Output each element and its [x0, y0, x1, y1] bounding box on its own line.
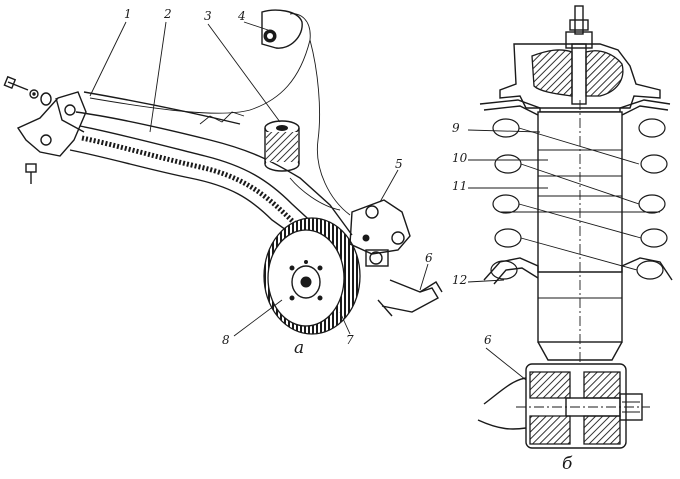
callout-12: 12: [452, 273, 468, 287]
rubber-bushing: [264, 120, 300, 172]
axle-stub: [377, 279, 443, 317]
callout-3: 3: [204, 9, 212, 23]
panel-a-label: а: [294, 338, 305, 358]
callout-6-a: 6: [425, 251, 433, 265]
callout-11: 11: [452, 179, 468, 193]
callout-5: 5: [395, 157, 403, 171]
upper-mount: [261, 9, 303, 49]
callout-9: 9: [452, 121, 460, 135]
callout-6-b: 6: [484, 333, 492, 347]
leader-lines-b: [467, 129, 548, 381]
brake-drum: [263, 217, 361, 335]
callout-10: 10: [452, 151, 468, 165]
piston-rod-top: [565, 5, 593, 49]
leader-lines-a: [89, 21, 429, 337]
callout-4: 4: [238, 9, 246, 23]
panel-a-drawing: [3, 9, 443, 337]
body-bracket: [16, 91, 87, 157]
panel-b-drawing: [467, 5, 673, 449]
wheel-cylinder: [349, 199, 411, 267]
callout-1: 1: [124, 7, 132, 21]
mounting-bolt-upper: [3, 75, 52, 106]
callout-8: 8: [222, 333, 230, 347]
lower-eye: [477, 363, 650, 449]
top-mount: [499, 43, 661, 109]
damper-body: [537, 100, 623, 362]
trailing-arm: [69, 91, 353, 253]
coil-spring: [490, 118, 668, 280]
callout-2: 2: [164, 7, 172, 21]
mounting-bolt-lower: [25, 163, 37, 184]
brake-line: [89, 13, 351, 216]
callout-7: 7: [346, 333, 354, 347]
spring-seat-lower: [483, 257, 673, 285]
panel-b-label: б: [562, 454, 573, 474]
